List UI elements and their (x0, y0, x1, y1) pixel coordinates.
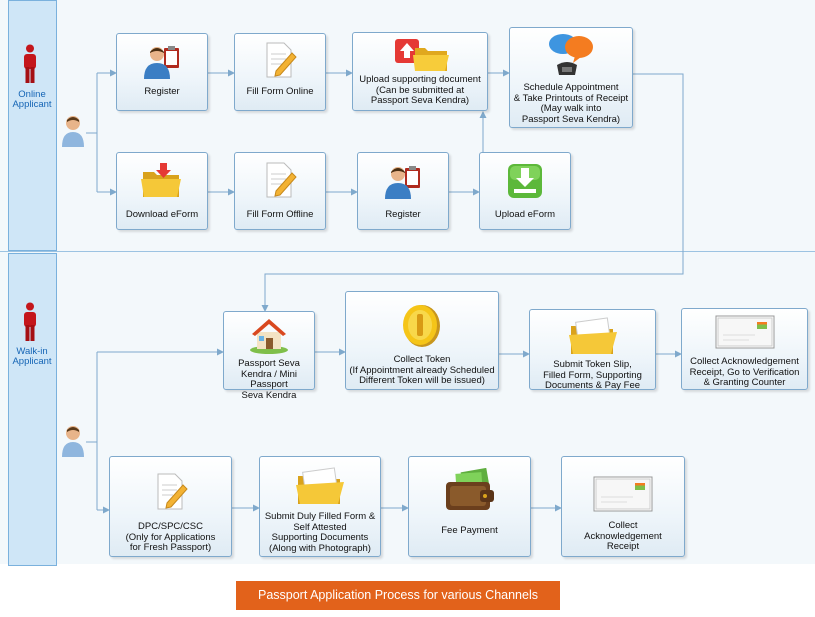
user-clipboard-icon (383, 162, 423, 205)
folder-icon (294, 464, 346, 511)
submit-filled-form-label: Submit Duly Filled Form & Self Attested … (264, 511, 376, 554)
register-offline-step: Register (357, 152, 449, 230)
fill-form-online-label: Fill Form Online (246, 86, 314, 97)
upload-eform-step: Upload eForm (479, 152, 571, 230)
document-pencil-icon (262, 41, 298, 84)
schedule-appointment-step: Schedule Appointment & Take Printouts of… (509, 27, 633, 128)
submit-token-step: Submit Token Slip, Filled Form, Supporti… (529, 309, 656, 391)
online-user-icon (60, 114, 86, 153)
psk-label: Passport Seva Kendra / Mini Passport Sev… (238, 358, 300, 401)
lane-divider (0, 251, 815, 252)
speech-phone-icon (545, 31, 597, 84)
document-pencil-icon (262, 161, 298, 204)
user-clipboard-icon (142, 42, 182, 85)
download-folder-icon (141, 163, 183, 204)
register-online-label: Register (144, 86, 180, 97)
receipt-icon (715, 315, 775, 354)
fee-payment-step: Fee Payment (408, 456, 531, 557)
upload-eform-label: Upload eForm (494, 209, 556, 220)
token-coin-icon (402, 303, 442, 354)
document-pencil-icon (153, 472, 189, 517)
collect-ack-receipt-step: Collect Acknowledgement Receipt, Go to V… (681, 308, 808, 390)
walkin-user-icon (60, 424, 86, 463)
upload-folder-icon (389, 36, 451, 79)
download-eform-label: Download eForm (125, 209, 199, 220)
submit-token-label: Submit Token Slip, Filled Form, Supporti… (543, 359, 642, 391)
collect-ack-step: Collect Acknowledgement Receipt (561, 456, 685, 557)
fill-form-offline-label: Fill Form Offline (246, 209, 314, 220)
download-eform-step: Download eForm (116, 152, 208, 230)
fill-form-online-step: Fill Form Online (234, 33, 326, 111)
fill-form-offline-step: Fill Form Offline (234, 152, 326, 230)
dpc-step: DPC/SPC/CSC (Only for Applications for F… (109, 456, 232, 557)
submit-filled-form-step: Submit Duly Filled Form & Self Attested … (259, 456, 381, 557)
online-lane-band (8, 0, 57, 251)
diagram-caption: Passport Application Process for various… (236, 581, 560, 610)
collect-ack-receipt-label: Collect Acknowledgement Receipt, Go to V… (689, 356, 800, 388)
collect-ack-label: Collect Acknowledgement Receipt (584, 520, 662, 552)
collect-token-step: Collect Token (If Appointment already Sc… (345, 291, 499, 390)
walkin-applicant-icon (21, 302, 39, 347)
upload-documents-label: Upload supporting document (Can be submi… (359, 74, 481, 106)
dpc-label: DPC/SPC/CSC (Only for Applications for F… (125, 521, 216, 553)
folder-icon (567, 314, 619, 361)
upload-tray-icon (506, 162, 544, 205)
house-icon (248, 315, 290, 360)
receipt-icon (593, 476, 653, 517)
online-applicant-icon (21, 44, 39, 89)
schedule-appointment-label: Schedule Appointment & Take Printouts of… (513, 82, 629, 125)
register-offline-label: Register (385, 209, 421, 220)
collect-token-label: Collect Token (If Appointment already Sc… (349, 354, 495, 386)
psk-step: Passport Seva Kendra / Mini Passport Sev… (223, 311, 315, 400)
upload-documents-step: Upload supporting document (Can be submi… (352, 32, 488, 111)
fee-payment-label: Fee Payment (441, 525, 498, 536)
register-online-step: Register (116, 33, 208, 111)
wallet-icon (442, 467, 498, 517)
